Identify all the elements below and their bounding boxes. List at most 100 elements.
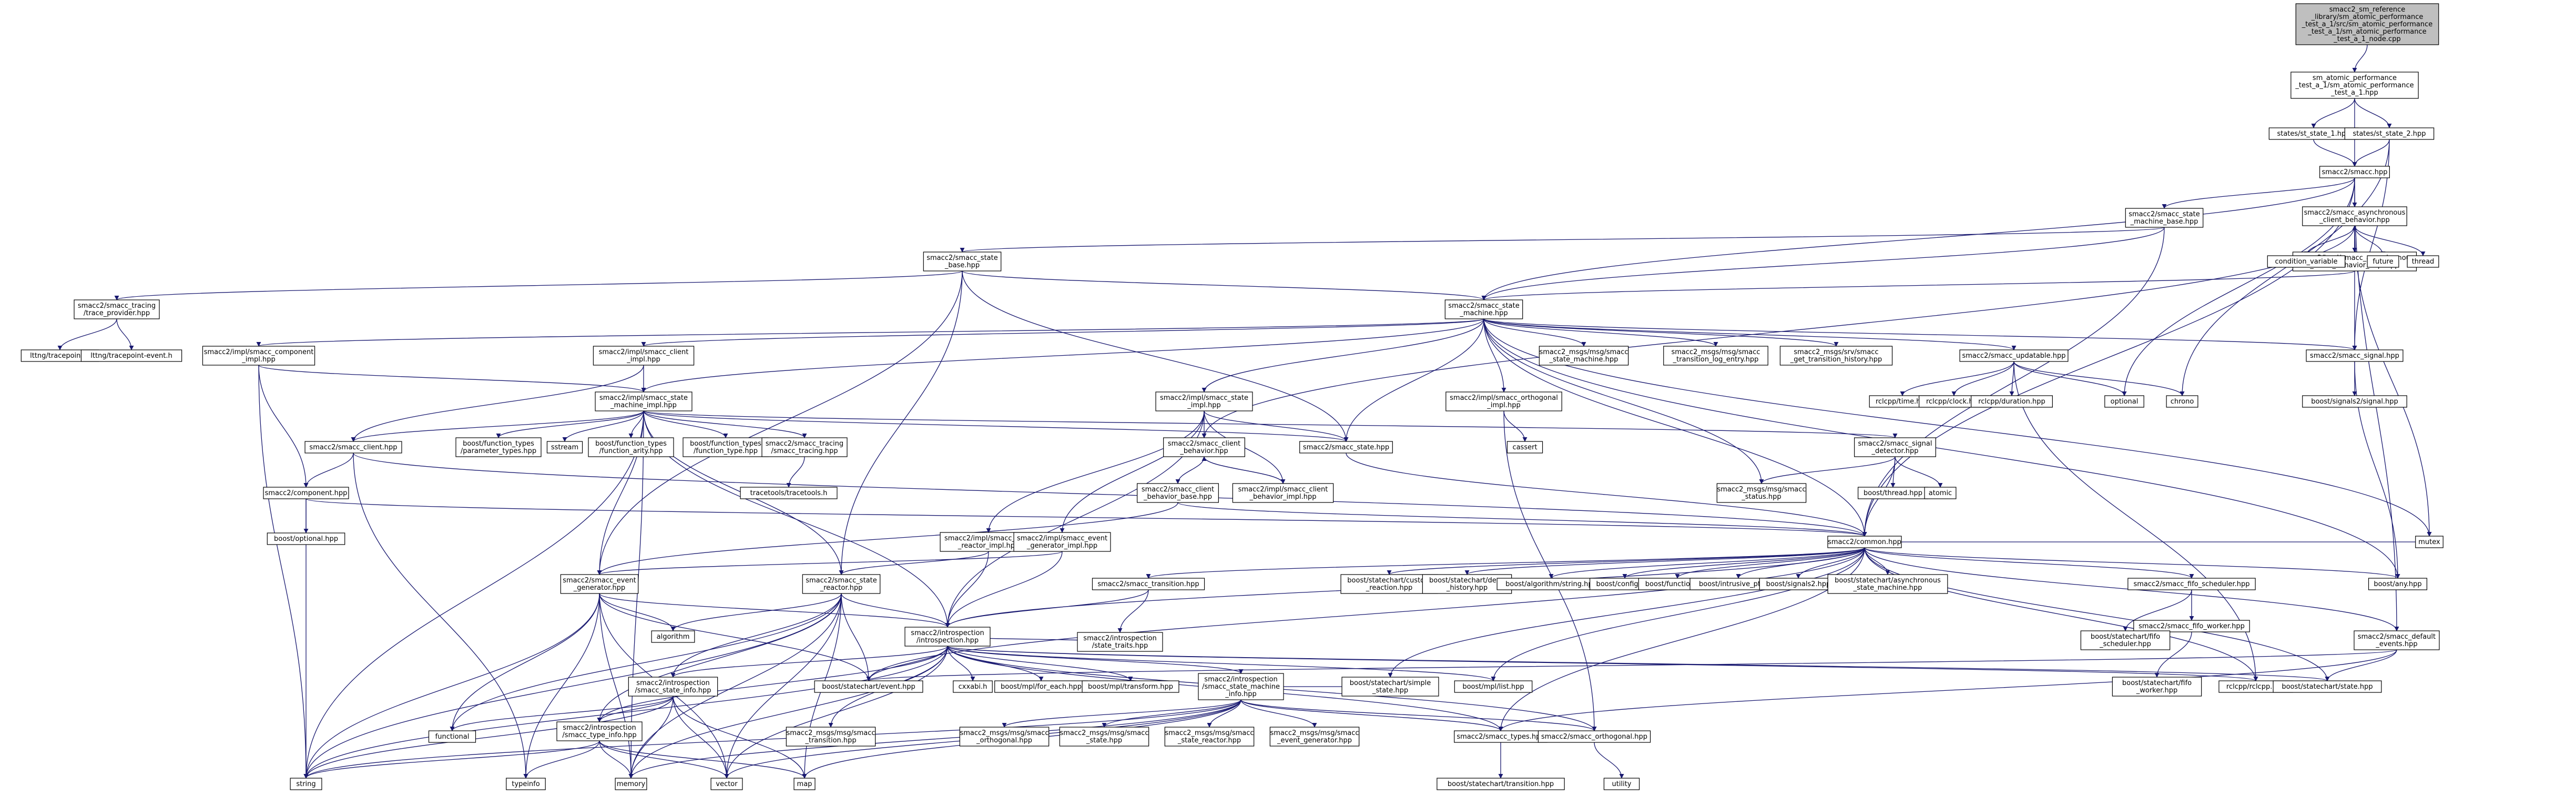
node-sm_info[interactable]: smacc2/introspection/smacc_state_machine… — [1198, 673, 1284, 700]
node-label: boost/algorithm/string.hpp — [1505, 580, 1597, 588]
node-type_info[interactable]: smacc2/introspection/smacc_type_info.hpp — [556, 721, 643, 741]
node-fifo_sched[interactable]: smacc2/smacc_fifo_scheduler.hpp — [2127, 578, 2256, 590]
edge-common-to-bany — [1864, 547, 2400, 579]
node-box — [1506, 441, 1543, 454]
node-state_traits[interactable]: smacc2/introspection/state_traits.hpp — [1077, 632, 1163, 652]
include-edge — [642, 318, 1484, 347]
node-label: smacc2/smacc_tracing — [78, 302, 156, 310]
node-sig_det[interactable]: smacc2/smacc_signal_detector.hpp — [1854, 437, 1936, 457]
include-edge — [947, 646, 975, 681]
edge-comp_impl-to-component_hpp — [258, 365, 309, 488]
edge-comp_impl-to-string — [258, 365, 309, 779]
node-transition[interactable]: smacc2/smacc_transition.hpp — [1092, 578, 1205, 590]
edge-signal_hpp-to-bany — [2354, 361, 2400, 579]
edge-common-to-bsc_event — [866, 547, 1865, 681]
include-edge — [1464, 547, 1865, 575]
node-st_impl[interactable]: smacc2/impl/smacc_state_impl.hpp — [1155, 391, 1253, 411]
edge-sm_impl-to-state_hpp — [643, 410, 1349, 442]
node-label: smacc2/component.hpp — [265, 489, 348, 497]
node-thread: thread — [2407, 255, 2439, 268]
node-client_hpp[interactable]: smacc2/smacc_client.hpp — [304, 441, 402, 454]
node-bsc_simple: boost/statechart/simple_state.hpp — [1341, 677, 1439, 697]
edge-sm_impl-to-bft_type — [643, 410, 728, 438]
include-edge — [1483, 318, 2017, 350]
node-st2[interactable]: states/st_state_2.hpp — [2344, 127, 2435, 140]
node-comp_impl[interactable]: smacc2/impl/smacc_component_impl.hpp — [202, 346, 315, 366]
node-reactor[interactable]: smacc2/smacc_state_reactor.hpp — [802, 574, 881, 594]
node-box — [1959, 349, 2069, 362]
edge-state_base-to-reactor — [839, 270, 963, 575]
edge-async_cb-to-future — [2354, 225, 2386, 256]
node-label: boost/statechart/fifo — [2122, 679, 2192, 687]
include-edge — [1895, 456, 1943, 488]
include-edge — [962, 270, 1349, 442]
node-label: smacc2/impl/smacc_client — [1238, 486, 1328, 494]
node-state_info[interactable]: smacc2/introspection/smacc_state_info.hp… — [628, 677, 718, 697]
node-client_impl[interactable]: smacc2/impl/smacc_client_impl.hpp — [593, 346, 695, 366]
edge-sm_impl-to-bft_param — [496, 410, 644, 438]
node-box — [2080, 630, 2171, 650]
node-cb_hpp[interactable]: smacc2/smacc_client_behavior.hpp — [1163, 437, 1245, 457]
include-edge — [1503, 410, 1597, 731]
node-cb_impl[interactable]: smacc2/impl/smacc_client_behavior_impl.h… — [1232, 483, 1334, 503]
edge-type_info-to-map — [599, 740, 807, 779]
edge-state_base-to-state_hpp — [962, 270, 1349, 442]
node-fifo_worker[interactable]: smacc2/smacc_fifo_worker.hpp — [2133, 620, 2250, 632]
edge-updatable-to-optional — [2013, 361, 2127, 396]
node-orth_hpp[interactable]: smacc2/smacc_orthogonal.hpp — [1538, 730, 1651, 743]
node-default_events[interactable]: smacc2/smacc_default_events.hpp — [2354, 630, 2440, 650]
node-label: smacc2/smacc_state — [806, 577, 877, 585]
include-edge — [2354, 98, 2392, 128]
node-smacc_hpp[interactable]: smacc2/smacc.hpp — [2319, 166, 2390, 178]
node-state_hpp[interactable]: smacc2/smacc_state.hpp — [1299, 441, 1393, 454]
node-signal_hpp[interactable]: smacc2/smacc_signal.hpp — [2306, 349, 2404, 362]
node-types_hpp[interactable]: smacc2/smacc_types.hpp — [1454, 730, 1547, 743]
include-edge — [1951, 361, 2014, 396]
include-edge — [1483, 318, 1586, 347]
node-box — [1164, 727, 1255, 747]
node-smacc_tracing[interactable]: smacc2/smacc_tracing/smacc_tracing.hpp — [761, 437, 848, 457]
include-edge — [2013, 361, 2185, 396]
node-component_hpp[interactable]: smacc2/component.hpp — [263, 487, 349, 499]
node-vector: vector — [710, 778, 743, 790]
node-box — [802, 574, 881, 594]
node-orth_impl[interactable]: smacc2/impl/smacc_orthogonal_impl.hpp — [1445, 391, 1562, 411]
edge-evgen-to-typeinfo — [523, 593, 600, 779]
node-cb_base[interactable]: smacc2/smacc_client_behavior_base.hpp — [1137, 483, 1219, 503]
node-box — [2344, 127, 2435, 140]
node-st1[interactable]: states/st_state_1.hpp — [2268, 127, 2359, 140]
include-edge — [628, 410, 644, 779]
node-common[interactable]: smacc2/common.hpp — [1827, 536, 1902, 548]
node-label: sm_atomic_performance — [2313, 74, 2397, 82]
node-label: _orthogonal.hpp — [976, 737, 1032, 744]
edge-type_info-to-vector — [599, 740, 729, 779]
node-updatable[interactable]: smacc2/smacc_updatable.hpp — [1959, 349, 2069, 362]
node-sm_base[interactable]: smacc2/smacc_state_machine_base.hpp — [2125, 208, 2204, 228]
node-label: rclcpp/duration.hpp — [1978, 398, 2045, 406]
include-edge — [2123, 589, 2192, 631]
edge-sm_impl-to-smacc_tracing — [643, 410, 807, 438]
node-label: /smacc_tracing.hpp — [771, 447, 838, 455]
edge-reactor-to-bsc_event — [841, 593, 871, 681]
node-box — [1924, 487, 1957, 499]
node-introspection[interactable]: smacc2/introspection/introspection.hpp — [904, 627, 991, 647]
node-evgen[interactable]: smacc2/smacc_event_generator.hpp — [560, 574, 639, 594]
node-tracing[interactable]: smacc2/smacc_tracing/trace_provider.hpp — [74, 299, 160, 319]
node-label: smacc2_msgs/msg/smacc — [1165, 729, 1254, 737]
node-box — [923, 251, 1002, 271]
node-sm_impl[interactable]: smacc2/impl/smacc_state_machine_impl.hpp — [595, 391, 693, 411]
include-edge — [1482, 270, 2355, 300]
node-label: boost/any.hpp — [2374, 580, 2421, 588]
node-box — [546, 441, 583, 454]
include-edge — [947, 646, 1244, 674]
node-state_base[interactable]: smacc2/smacc_state_base.hpp — [923, 251, 1002, 271]
node-label: smacc2/smacc_event — [563, 577, 636, 585]
node-sm_hpp[interactable]: sm_atomic_performance_test_a_1/sm_atomic… — [2290, 72, 2419, 99]
node-label: smacc2/smacc_client.hpp — [309, 444, 397, 451]
node-evgen_impl[interactable]: smacc2/impl/smacc_event_generator_impl.h… — [1013, 532, 1111, 552]
edge-client_hpp-to-common — [353, 452, 1867, 537]
node-smacc_sm[interactable]: smacc2/smacc_state_machine.hpp — [1444, 299, 1523, 319]
node-async_cb[interactable]: smacc2/smacc_asynchronous_client_behavio… — [2302, 206, 2407, 226]
edge-state_info-to-vector — [673, 696, 729, 779]
node-balgo: boost/algorithm/string.hpp — [1496, 578, 1606, 590]
